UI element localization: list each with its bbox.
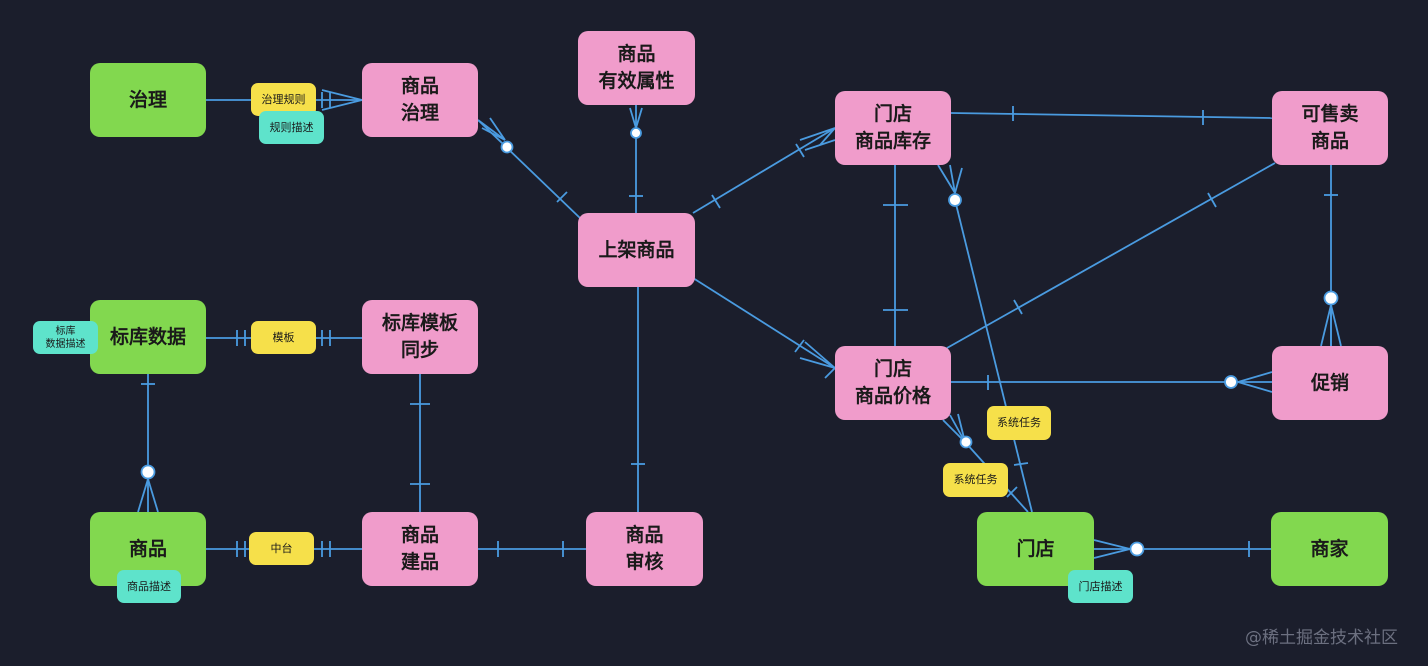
tag-zhili-guize: 治理规则 [251, 83, 316, 116]
tag-zhongtai: 中台 [249, 532, 314, 565]
edge-shangjia-jiage [692, 277, 836, 379]
node-biaoku-moban[interactable]: 标库模板 同步 [362, 300, 478, 374]
edge-youxiao-shangjia [629, 105, 643, 213]
node-shangjia[interactable]: 商家 [1271, 512, 1388, 586]
edge-kucun-jiage [883, 165, 908, 346]
tag-biaoku-miaoshu: 标库 数据描述 [33, 321, 98, 354]
watermark: @稀土掘金技术社区 [1245, 628, 1398, 648]
node-shangpin-zhili[interactable]: 商品 治理 [362, 63, 478, 137]
edge-kesshou-cuxiao [1320, 165, 1342, 347]
tag-xitong-renwu-2: 系统任务 [943, 463, 1008, 497]
node-mendian-jiage[interactable]: 门店 商品价格 [835, 346, 951, 420]
node-mendian-kucun[interactable]: 门店 商品库存 [835, 91, 951, 165]
edge-kesshou-jiage [946, 162, 1276, 349]
node-cuxiao[interactable]: 促销 [1272, 346, 1388, 420]
edge-kucun-mendian [937, 164, 1033, 513]
edge-shangpin-zhili-shangjia [477, 117, 581, 219]
tag-mendian-miaoshu: 门店描述 [1068, 570, 1133, 603]
node-biaoku-shuju[interactable]: 标库数据 [90, 300, 206, 374]
edge-jianpin-shenhe [478, 541, 586, 557]
edge-shangjia-kucun [692, 127, 836, 214]
node-zhili[interactable]: 治理 [90, 63, 206, 137]
node-shenhe[interactable]: 商品 审核 [586, 512, 703, 586]
edge-moban-jianpin [410, 373, 430, 512]
node-jianpin[interactable]: 商品 建品 [362, 512, 478, 586]
edge-shangjia-shenhe [631, 287, 645, 512]
tag-shangpin-miaoshu: 商品描述 [117, 570, 181, 603]
node-kesshou[interactable]: 可售卖 商品 [1272, 91, 1388, 165]
tag-moban: 模板 [251, 321, 316, 354]
tag-guize-miaoshu: 规则描述 [259, 111, 324, 144]
edge-mendian-shangjia [1093, 539, 1272, 559]
edge-biaoku-shangpin [137, 374, 159, 513]
edge-jiage-cuxiao [951, 371, 1273, 393]
edge-kucun-kesshou [950, 106, 1273, 125]
tag-xitong-renwu-1: 系统任务 [987, 406, 1051, 440]
node-youxiao-shuxing[interactable]: 商品 有效属性 [578, 31, 695, 105]
node-shangjia-shangpin[interactable]: 上架商品 [578, 213, 695, 287]
